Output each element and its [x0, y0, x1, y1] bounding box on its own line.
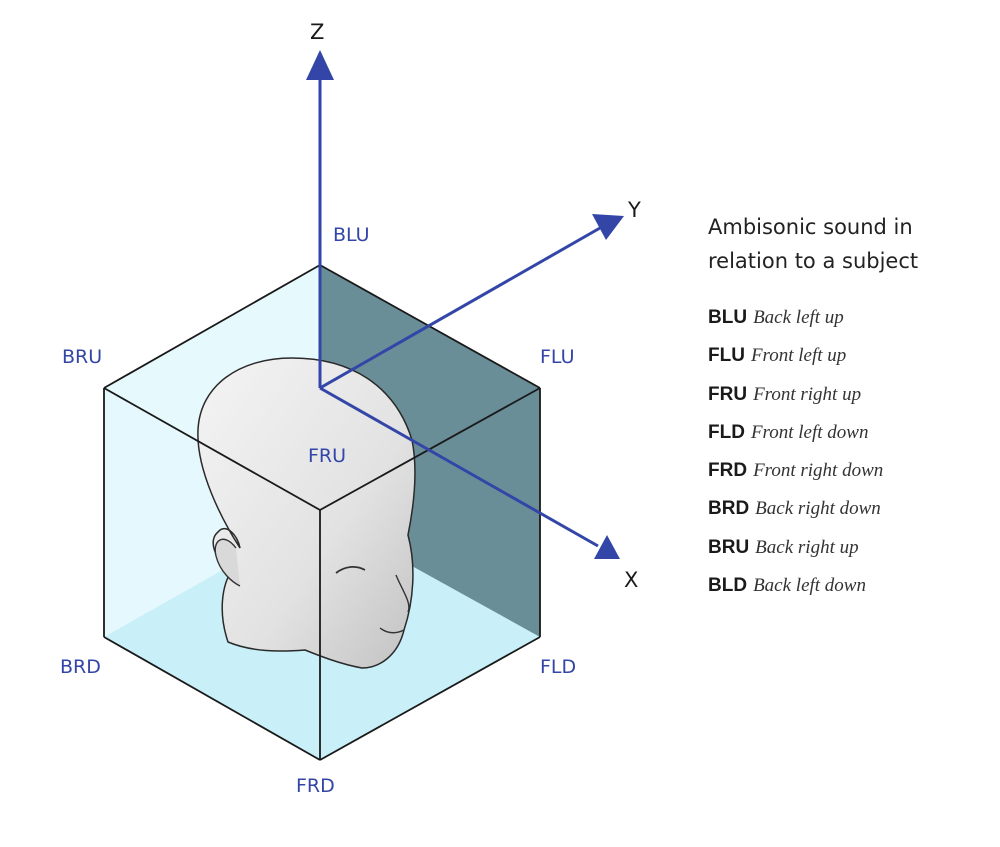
vertex-label-brd: BRD	[60, 656, 101, 678]
legend-title-line-1: Ambisonic sound in	[708, 215, 913, 239]
head-model	[197, 357, 416, 669]
y-arrowhead	[592, 214, 624, 240]
legend-code: BRD	[708, 498, 750, 520]
legend-code: BLU	[708, 307, 748, 328]
z-arrowhead	[306, 50, 334, 80]
z-axis-label: Z	[310, 20, 324, 44]
legend-title: Ambisonic sound in relation to a subject	[708, 210, 988, 278]
legend-desc: Back right up	[755, 536, 859, 558]
vertex-label-blu: BLU	[333, 224, 370, 246]
legend: Ambisonic sound in relation to a subject…	[708, 210, 988, 610]
legend-desc: Front right down	[753, 460, 884, 482]
nose	[395, 574, 410, 613]
legend-code: BRU	[708, 536, 750, 558]
legend-code: FRD	[708, 460, 748, 482]
x-axis-label: X	[624, 568, 638, 592]
legend-desc: Back left up	[753, 307, 844, 328]
vertex-label-bru: BRU	[62, 346, 102, 368]
vertex-label-fld: FLD	[540, 656, 576, 678]
y-axis-label: Y	[627, 198, 641, 222]
legend-code: FLU	[708, 345, 745, 367]
legend-desc: Front left down	[750, 421, 869, 443]
ear	[214, 538, 241, 587]
mouth	[379, 627, 405, 634]
legend-desc: Front right up	[753, 383, 862, 405]
x-arrowhead	[594, 535, 620, 559]
vertex-label-flu: FLU	[540, 346, 574, 368]
legend-code: FRU	[708, 383, 748, 405]
legend-code: FLD	[708, 421, 745, 443]
legend-desc: Back left down	[753, 575, 866, 597]
legend-title-line-2: relation to a subject	[708, 249, 919, 273]
legend-code: BLD	[708, 575, 748, 597]
head-shape	[197, 357, 416, 669]
vertex-label-fru: FRU	[308, 445, 346, 467]
legend-desc: Front left up	[750, 345, 847, 367]
x-axis	[319, 386, 599, 548]
vertex-label-frd: FRD	[296, 775, 335, 797]
y-axis	[319, 226, 601, 390]
legend-desc: Back right down	[755, 498, 881, 520]
eye	[335, 566, 366, 574]
axes	[306, 50, 624, 559]
